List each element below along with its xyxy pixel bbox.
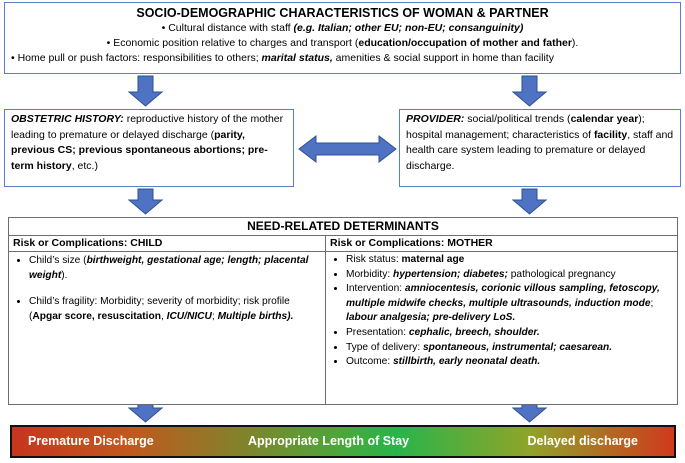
mother-del-text: Type of delivery: bbox=[346, 341, 424, 353]
mother-out-emphasis: stillbirth, early neonatal death. bbox=[393, 356, 541, 368]
child-header: Risk or Complications: CHILD bbox=[9, 236, 325, 252]
socio-line2-text: • Economic position relative to charges … bbox=[106, 37, 359, 49]
provider-bold-2: facility bbox=[593, 128, 628, 141]
mother-del-emphasis: spontaneous, instrumental; caesarean. bbox=[423, 341, 613, 353]
mother-risk-text: Risk status: bbox=[346, 254, 402, 265]
mother-int-sep: ; bbox=[650, 297, 654, 309]
child-size-end: ). bbox=[61, 269, 68, 281]
mother-morbidity-item: Morbidity: hypertension; diabetes; patho… bbox=[346, 268, 677, 283]
socio-line1-emphasis: (e.g. Italian; other EU; non-EU; consang… bbox=[293, 22, 524, 34]
mother-pres-text: Presentation: bbox=[346, 326, 409, 338]
obstetric-bold: parity, previous CS; previous spontaneou… bbox=[11, 128, 268, 172]
child-frag-emphasis: ICU/NICU bbox=[166, 310, 212, 322]
provider-box: PROVIDER: social/political trends (calen… bbox=[399, 109, 681, 187]
double-arrow bbox=[298, 134, 397, 164]
length-of-stay-bar: Premature Discharge Appropriate Length o… bbox=[10, 425, 676, 458]
provider-bold-1: calendar year bbox=[570, 113, 639, 125]
delayed-discharge-label: Delayed discharge bbox=[527, 434, 638, 448]
mother-presentation-item: Presentation: cephalic, breech, shoulder… bbox=[346, 326, 677, 341]
mother-int-emphasis-2: labour analgesia bbox=[346, 312, 427, 324]
socio-line-cultural: • Cultural distance with staff (e.g. Ita… bbox=[5, 21, 680, 36]
child-frag-sep2: ; bbox=[211, 310, 218, 322]
down-arrow-right-2 bbox=[511, 188, 548, 215]
socio-line-economic: • Economic position relative to charges … bbox=[5, 36, 680, 51]
need-title: NEED-RELATED DETERMINANTS bbox=[9, 218, 677, 236]
obstetric-label: OBSTETRIC HISTORY: bbox=[11, 113, 124, 125]
socio-line3-end: amenities & social support in home than … bbox=[332, 52, 554, 64]
child-fragility-item: Child’s fragility: Morbidity; severity o… bbox=[29, 295, 325, 324]
down-arrow-left-2 bbox=[127, 188, 164, 215]
mother-int-text: Intervention: bbox=[346, 283, 405, 295]
child-size-text: Child’s size ( bbox=[29, 255, 87, 266]
appropriate-stay-label: Appropriate Length of Stay bbox=[248, 434, 410, 448]
down-arrow-right-1 bbox=[511, 75, 548, 107]
mother-risk-item: Risk status: maternal age bbox=[346, 253, 677, 268]
child-frag-bold-2: Multiple births). bbox=[217, 310, 294, 322]
mother-column: Risk or Complications: MOTHER Risk statu… bbox=[326, 236, 677, 405]
socio-title: SOCIO-DEMOGRAPHIC CHARACTERISTICS OF WOM… bbox=[136, 6, 549, 20]
child-frag-bold: Apgar score, resuscitation bbox=[32, 310, 161, 322]
socio-line-home: • Home pull or push factors: responsibil… bbox=[5, 51, 680, 66]
child-column: Risk or Complications: CHILD Child’s siz… bbox=[9, 236, 326, 405]
provider-text-1: social/political trends ( bbox=[464, 113, 571, 125]
mother-intervention-item: Intervention: amniocentesis, corionic vi… bbox=[346, 282, 677, 326]
socio-line3-emphasis: marital status, bbox=[261, 52, 333, 64]
socio-line1-text: • Cultural distance with staff bbox=[161, 22, 294, 34]
mother-int-emphasis: amniocentesis, corionic villous sampling… bbox=[346, 283, 660, 309]
mother-pres-emphasis: cephalic, breech, shoulder. bbox=[408, 326, 540, 338]
child-frag-sep1: , bbox=[160, 310, 167, 322]
mother-morb-end: pathological pregnancy bbox=[507, 268, 616, 280]
need-related-table: NEED-RELATED DETERMINANTS Risk or Compli… bbox=[8, 217, 678, 405]
mother-morb-emphasis: hypertension; diabetes; bbox=[393, 268, 508, 280]
mother-header: Risk or Complications: MOTHER bbox=[326, 236, 677, 252]
provider-label: PROVIDER: bbox=[406, 113, 465, 125]
socio-demographic-box: SOCIO-DEMOGRAPHIC CHARACTERISTICS OF WOM… bbox=[4, 2, 681, 74]
obstetric-history-box: OBSTETRIC HISTORY: reproductive history … bbox=[4, 109, 294, 187]
provider-text-2: ); hospital management; characteristics … bbox=[406, 113, 645, 141]
obstetric-text-end: , etc.) bbox=[71, 159, 98, 172]
mother-morb-text: Morbidity: bbox=[346, 268, 393, 280]
child-size-emphasis: birthweight, gestational age; length; pl… bbox=[29, 255, 309, 281]
provider-text-3: , staff and health care system leading t… bbox=[406, 128, 674, 172]
child-frag-text: Child’s fragility: Morbidity; severity o… bbox=[29, 296, 290, 322]
premature-discharge-label: Premature Discharge bbox=[28, 434, 154, 448]
mother-delivery-item: Type of delivery: spontaneous, instrumen… bbox=[346, 341, 677, 356]
socio-line2-bold: education/occupation of mother and fathe… bbox=[358, 37, 572, 49]
child-size-item: Child’s size (birthweight, gestational a… bbox=[29, 254, 325, 283]
mother-int-emphasis-3: ; pre-delivery LoS. bbox=[426, 312, 516, 324]
obstetric-text: reproductive history of the mother leadi… bbox=[11, 113, 284, 141]
mother-out-text: Outcome: bbox=[346, 356, 393, 368]
mother-outcome-item: Outcome: stillbirth, early neonatal deat… bbox=[346, 355, 677, 370]
down-arrow-left-1 bbox=[127, 75, 164, 107]
mother-risk-bold: maternal age bbox=[401, 254, 465, 265]
socio-line3-text: • Home pull or push factors: responsibil… bbox=[11, 52, 262, 64]
socio-line2-end: ). bbox=[571, 37, 579, 49]
